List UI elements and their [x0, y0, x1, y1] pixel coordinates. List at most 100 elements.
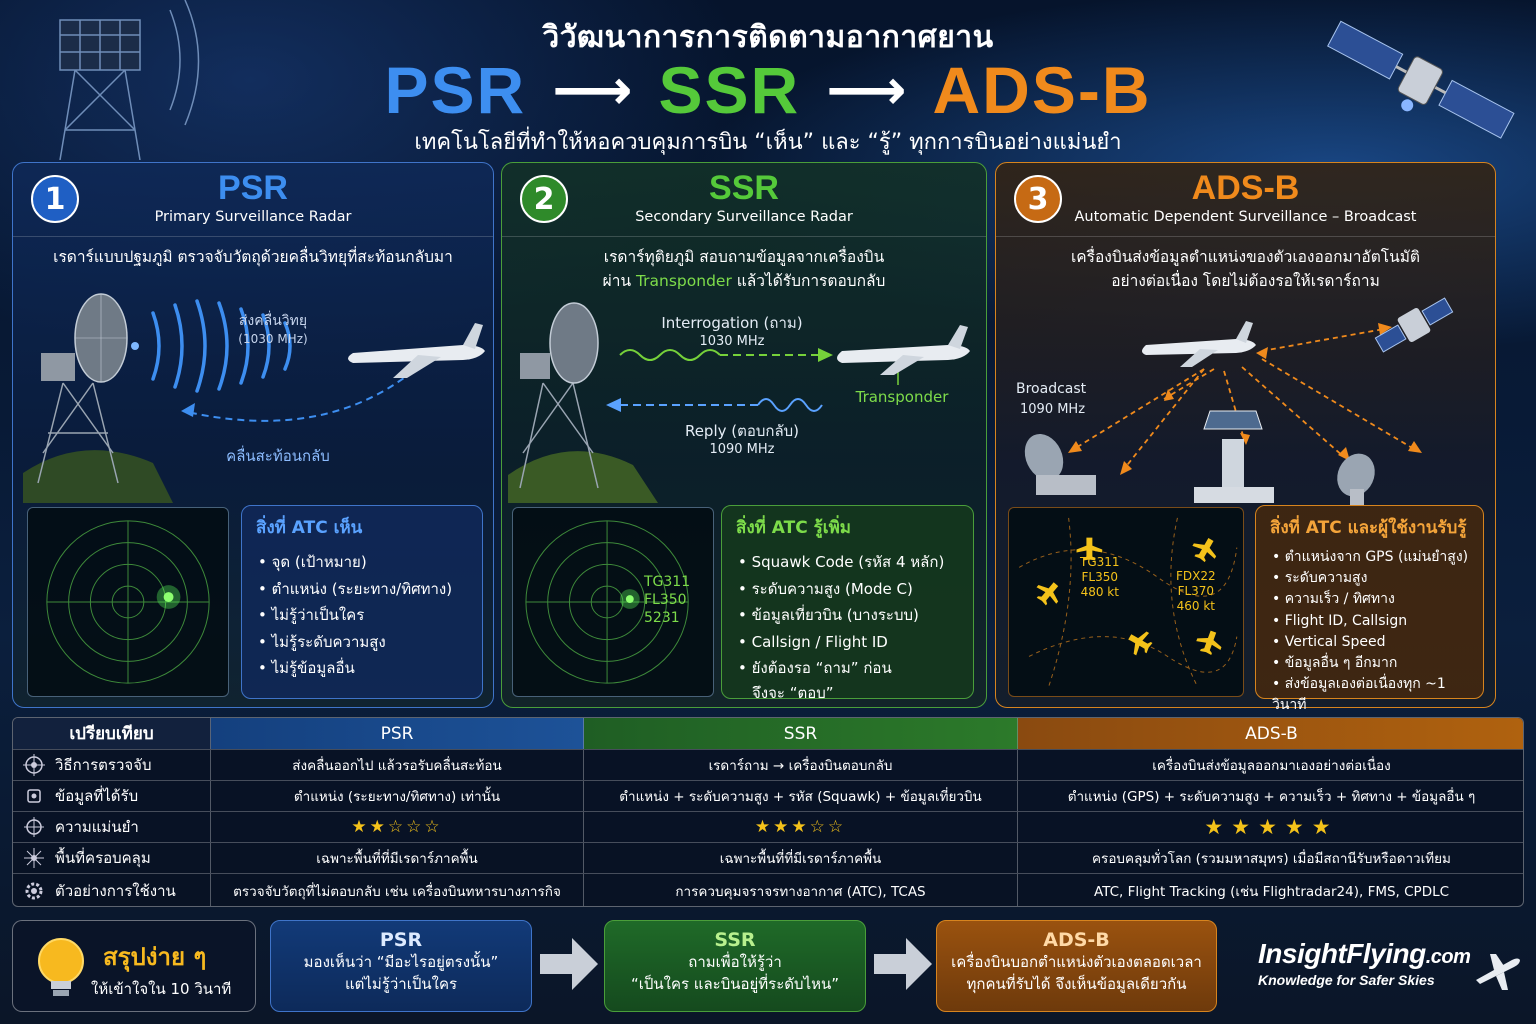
accuracy-stars-ssr: ★★★☆☆: [754, 817, 847, 837]
psr-radar-illustration: [23, 293, 485, 503]
psr-box-item: ตำแหน่ง (ระยะทาง/ทิศทาง): [258, 576, 482, 603]
psr-box-item: ไม่รู้ข้อมูลอื่น: [258, 655, 482, 682]
psr-target-blip: [163, 592, 174, 602]
table-header-row: เปรียบเทียบ PSR SSR ADS-B: [13, 718, 1523, 750]
adsb-box-item: ระดับความสูง: [1272, 568, 1483, 589]
cell-psr: ส่งคลื่นออกไป แล้วรอรับคลื่นสะท้อน: [211, 750, 584, 780]
table-row: ตัวอย่างการใช้งาน ตรวจจับวัตถุที่ไม่ตอบก…: [13, 874, 1523, 906]
summary-adsb-line1: เครื่องบินบอกตำแหน่งตัวเองตลอดเวลา: [951, 953, 1202, 971]
summary-ssr-line1: ถามเพื่อให้รู้ว่า: [688, 953, 782, 971]
accuracy-stars-psr: ★★☆☆☆: [351, 817, 443, 837]
radar-tower-illustration: [59, 0, 200, 160]
adsb-box-item: Vertical Speed: [1272, 632, 1483, 653]
adsb-box-title: สิ่งที่ ATC และผู้ใช้งานรับรู้: [1270, 518, 1467, 538]
adsb-broadcast-label: Broadcast: [1016, 381, 1087, 397]
ground-antenna-icon: [1337, 453, 1375, 505]
adsb-box-item: ข้อมูลอื่น ๆ อีกมาก: [1272, 653, 1483, 674]
step-number-2: 2: [520, 175, 568, 223]
ssr-reply-label: Reply (ตอบกลับ): [684, 422, 800, 440]
adsb-broadcast-illustration: [1024, 297, 1454, 505]
ssr-box-item: ข้อมูลเที่ยวบิน (บางระบบ): [738, 602, 973, 629]
psr-description: เรดาร์แบบปฐมภูมิ ตรวจจับวัตถุด้วยคลื่นวิ…: [53, 248, 453, 266]
arrow-right-icon: [540, 938, 598, 990]
ssr-box-item-continued: จึงจะ “ตอบ”: [752, 683, 834, 702]
summary-psr-line1: มองเห็นว่า “มีอะไรอยู่ตรงนั้น”: [303, 953, 499, 971]
ssr-box-item: Callsign / Flight ID: [738, 629, 973, 656]
adsb-description-line1: เครื่องบินส่งข้อมูลตำแหน่งของตัวเองออกมา…: [1070, 248, 1420, 266]
gear-icon: [23, 880, 45, 902]
summary-psr-line2: แต่ไม่รู้ว่าเป็นใคร: [344, 975, 458, 993]
cell-ssr: เฉพาะพื้นที่ที่มีเรดาร์ภาคพื้น: [584, 843, 1018, 873]
psr-box-item: จุด (เป้าหมาย): [258, 549, 482, 576]
page-title: วิวัฒนาการการติดตามอากาศยาน: [542, 20, 994, 55]
adsb-title: ADS-B: [1191, 169, 1300, 207]
ssr-box-title: สิ่งที่ ATC รู้เพิ่ม: [736, 518, 851, 538]
network-icon: [23, 847, 45, 869]
row-label: พื้นที่ครอบคลุม: [55, 849, 151, 867]
ssr-panel: 2 SSR Secondary Surveillance Radar เรดาร…: [501, 162, 987, 708]
summary-adsb-title: ADS-B: [1043, 929, 1110, 951]
brand-logo: InsightFlying.com Knowledge for Safer Sk…: [1258, 938, 1478, 988]
brand-tld: .com: [1425, 946, 1471, 968]
row-label: ข้อมูลที่ได้รับ: [55, 787, 139, 805]
psr-box-title: สิ่งที่ ATC เห็น: [256, 518, 363, 538]
psr-title: PSR: [218, 169, 288, 207]
data-chip-icon: [23, 785, 45, 807]
psr-panel-header: 1 PSR Primary Surveillance Radar: [13, 163, 493, 237]
ssr-radar-scope: [512, 507, 714, 697]
headline-adsb: ADS-B: [932, 53, 1152, 127]
row-label: ตัวอย่างการใช้งาน: [55, 881, 176, 900]
psr-atc-sees-box: สิ่งที่ ATC เห็น จุด (เป้าหมาย) ตำแหน่ง …: [241, 505, 483, 699]
satellite-icon: [1374, 297, 1454, 353]
ground-antenna-icon: [1024, 433, 1096, 495]
satellite-illustration: [1327, 20, 1515, 139]
ssr-description-line2: ผ่าน Transponder แล้วได้รับการตอบกลับ: [602, 272, 886, 290]
ssr-interrogation-label: Interrogation (ถาม): [661, 314, 803, 332]
cell-psr: ตรวจจับวัตถุที่ไม่ตอบกลับ เช่น เครื่องบิ…: [211, 874, 584, 906]
row-label: ความแม่นยำ: [55, 818, 139, 836]
ssr-fullname: Secondary Surveillance Radar: [635, 209, 853, 225]
summary-psr-title: PSR: [379, 929, 423, 951]
adsb-box-item: ส่งข้อมูลเองต่อเนื่องทุก ~1 วินาที: [1272, 674, 1483, 716]
summary-title: สรุปง่าย ๆ: [103, 943, 207, 971]
airplane-icon: [837, 325, 970, 375]
psr-reflect-label: คลื่นสะท้อนกลับ: [226, 447, 330, 465]
table-header-ssr: SSR: [584, 718, 1018, 749]
adsb-box-item: Flight ID, Callsign: [1272, 611, 1483, 632]
airplane-icon: [1142, 321, 1256, 367]
tech-flow-headline: PSR ⟶ SSR ⟶ ADS-B: [0, 53, 1536, 127]
ssr-description-line1: เรดาร์ทุติยภูมิ สอบถามข้อมูลจากเครื่องบิ…: [603, 248, 885, 266]
ssr-box-item: ยังต้องรอ “ถาม” ก่อน: [738, 655, 973, 682]
airplane-icon: [1476, 954, 1520, 990]
ssr-transponder-highlight: Transponder: [635, 272, 732, 290]
ssr-interrogation-frequency: 1030 MHz: [699, 334, 765, 349]
step-number-1: 1: [31, 175, 79, 223]
psr-wave-label: ส่งคลื่นวิทยุ: [238, 313, 308, 329]
cell-adsb: ตำแหน่ง (GPS) + ระดับความสูง + ความเร็ว …: [1067, 789, 1476, 805]
headline-psr: PSR: [384, 53, 527, 127]
psr-box-item: ไม่รู้ระดับความสูง: [258, 629, 482, 656]
arrow-right-icon: ⟶: [552, 57, 633, 123]
row-label: วิธีการตรวจจับ: [55, 756, 152, 774]
summary-psr-box: PSR มองเห็นว่า “มีอะไรอยู่ตรงนั้น” แต่ไม…: [270, 920, 532, 1012]
page-subtitle: เทคโนโลยีที่ทำให้หอควบคุมการบิน “เห็น” แ…: [414, 130, 1122, 155]
cell-adsb: ครอบคลุมทั่วโลก (รวมมหาสมุทร) เมื่อมีสถา…: [1092, 851, 1451, 867]
arrow-right-icon: [874, 938, 932, 990]
target-icon: [23, 754, 45, 776]
lightbulb-icon: [38, 938, 84, 996]
control-tower-icon: [1194, 410, 1274, 503]
headline-ssr: SSR: [658, 53, 801, 127]
summary-adsb-line2: ทุกคนที่รับได้ จึงเห็นข้อมูลเดียวกัน: [966, 975, 1187, 993]
comparison-table: เปรียบเทียบ PSR SSR ADS-B วิธีการตรวจจับ…: [12, 717, 1524, 907]
adsb-fullname: Automatic Dependent Surveillance – Broad…: [1074, 209, 1417, 225]
psr-fullname: Primary Surveillance Radar: [154, 209, 352, 225]
cell-ssr: การควบคุมจราจรทางอากาศ (ATC), TCAS: [584, 874, 1018, 906]
table-row: พื้นที่ครอบคลุม เฉพาะพื้นที่ที่มีเรดาร์ภ…: [13, 843, 1523, 874]
summary-intro-box: สรุปง่าย ๆ ให้เข้าใจใน 10 วินาที: [12, 920, 256, 1012]
adsb-description: เครื่องบินส่งข้อมูลตำแหน่งของตัวเองออกมา…: [1006, 245, 1485, 293]
table-row: ความแม่นยำ ★★☆☆☆ ★★★☆☆ ★★★★★: [13, 812, 1523, 843]
psr-radar-scope: [27, 507, 229, 697]
